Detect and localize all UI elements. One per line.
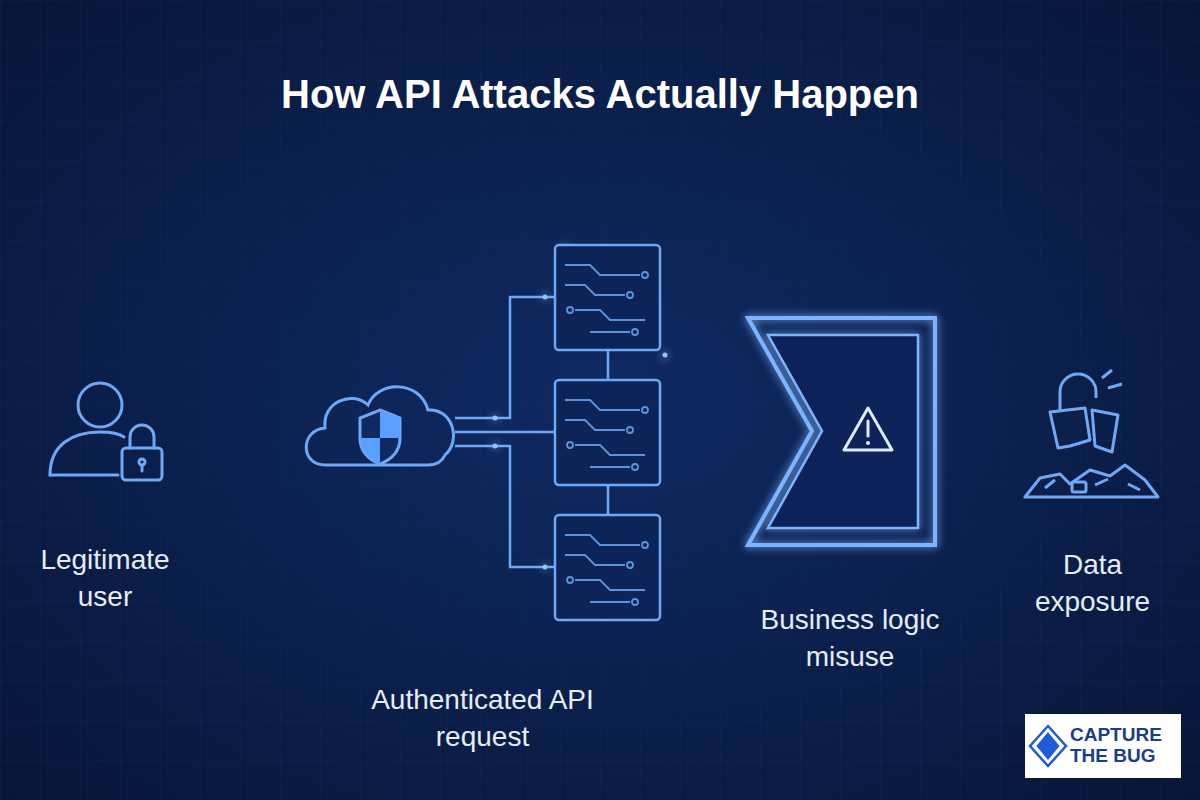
logo-mark xyxy=(1030,726,1066,766)
logic-gate-icon xyxy=(748,318,935,545)
node-label: Data exposure xyxy=(1023,547,1163,620)
flow-arrow xyxy=(675,427,705,437)
flow-arrow xyxy=(195,429,272,435)
server-boards xyxy=(555,245,660,620)
diagram-title: How API Attacks Actually Happen xyxy=(0,72,1200,117)
logo-box xyxy=(1025,714,1181,778)
flow-arrow xyxy=(965,429,982,435)
circuit-traces xyxy=(565,265,648,605)
node-label: Legitimate user xyxy=(30,542,180,615)
broken-lock-icon xyxy=(1025,370,1158,497)
icon-node: Legitimate user xyxy=(15,380,195,615)
node-label: Business logic misuse xyxy=(740,602,960,675)
icon-node: Data exposure xyxy=(1000,360,1185,620)
icon-node: Business logic misuse xyxy=(735,300,965,675)
icon-node: Authenticated API request xyxy=(290,260,675,755)
logo-text: CAPTURE THE BUG xyxy=(1070,725,1176,767)
node-label: Authenticated API request xyxy=(353,682,613,755)
warning-sign xyxy=(844,408,892,450)
cloud-shield-icon xyxy=(306,387,453,465)
user-icon xyxy=(50,383,162,480)
